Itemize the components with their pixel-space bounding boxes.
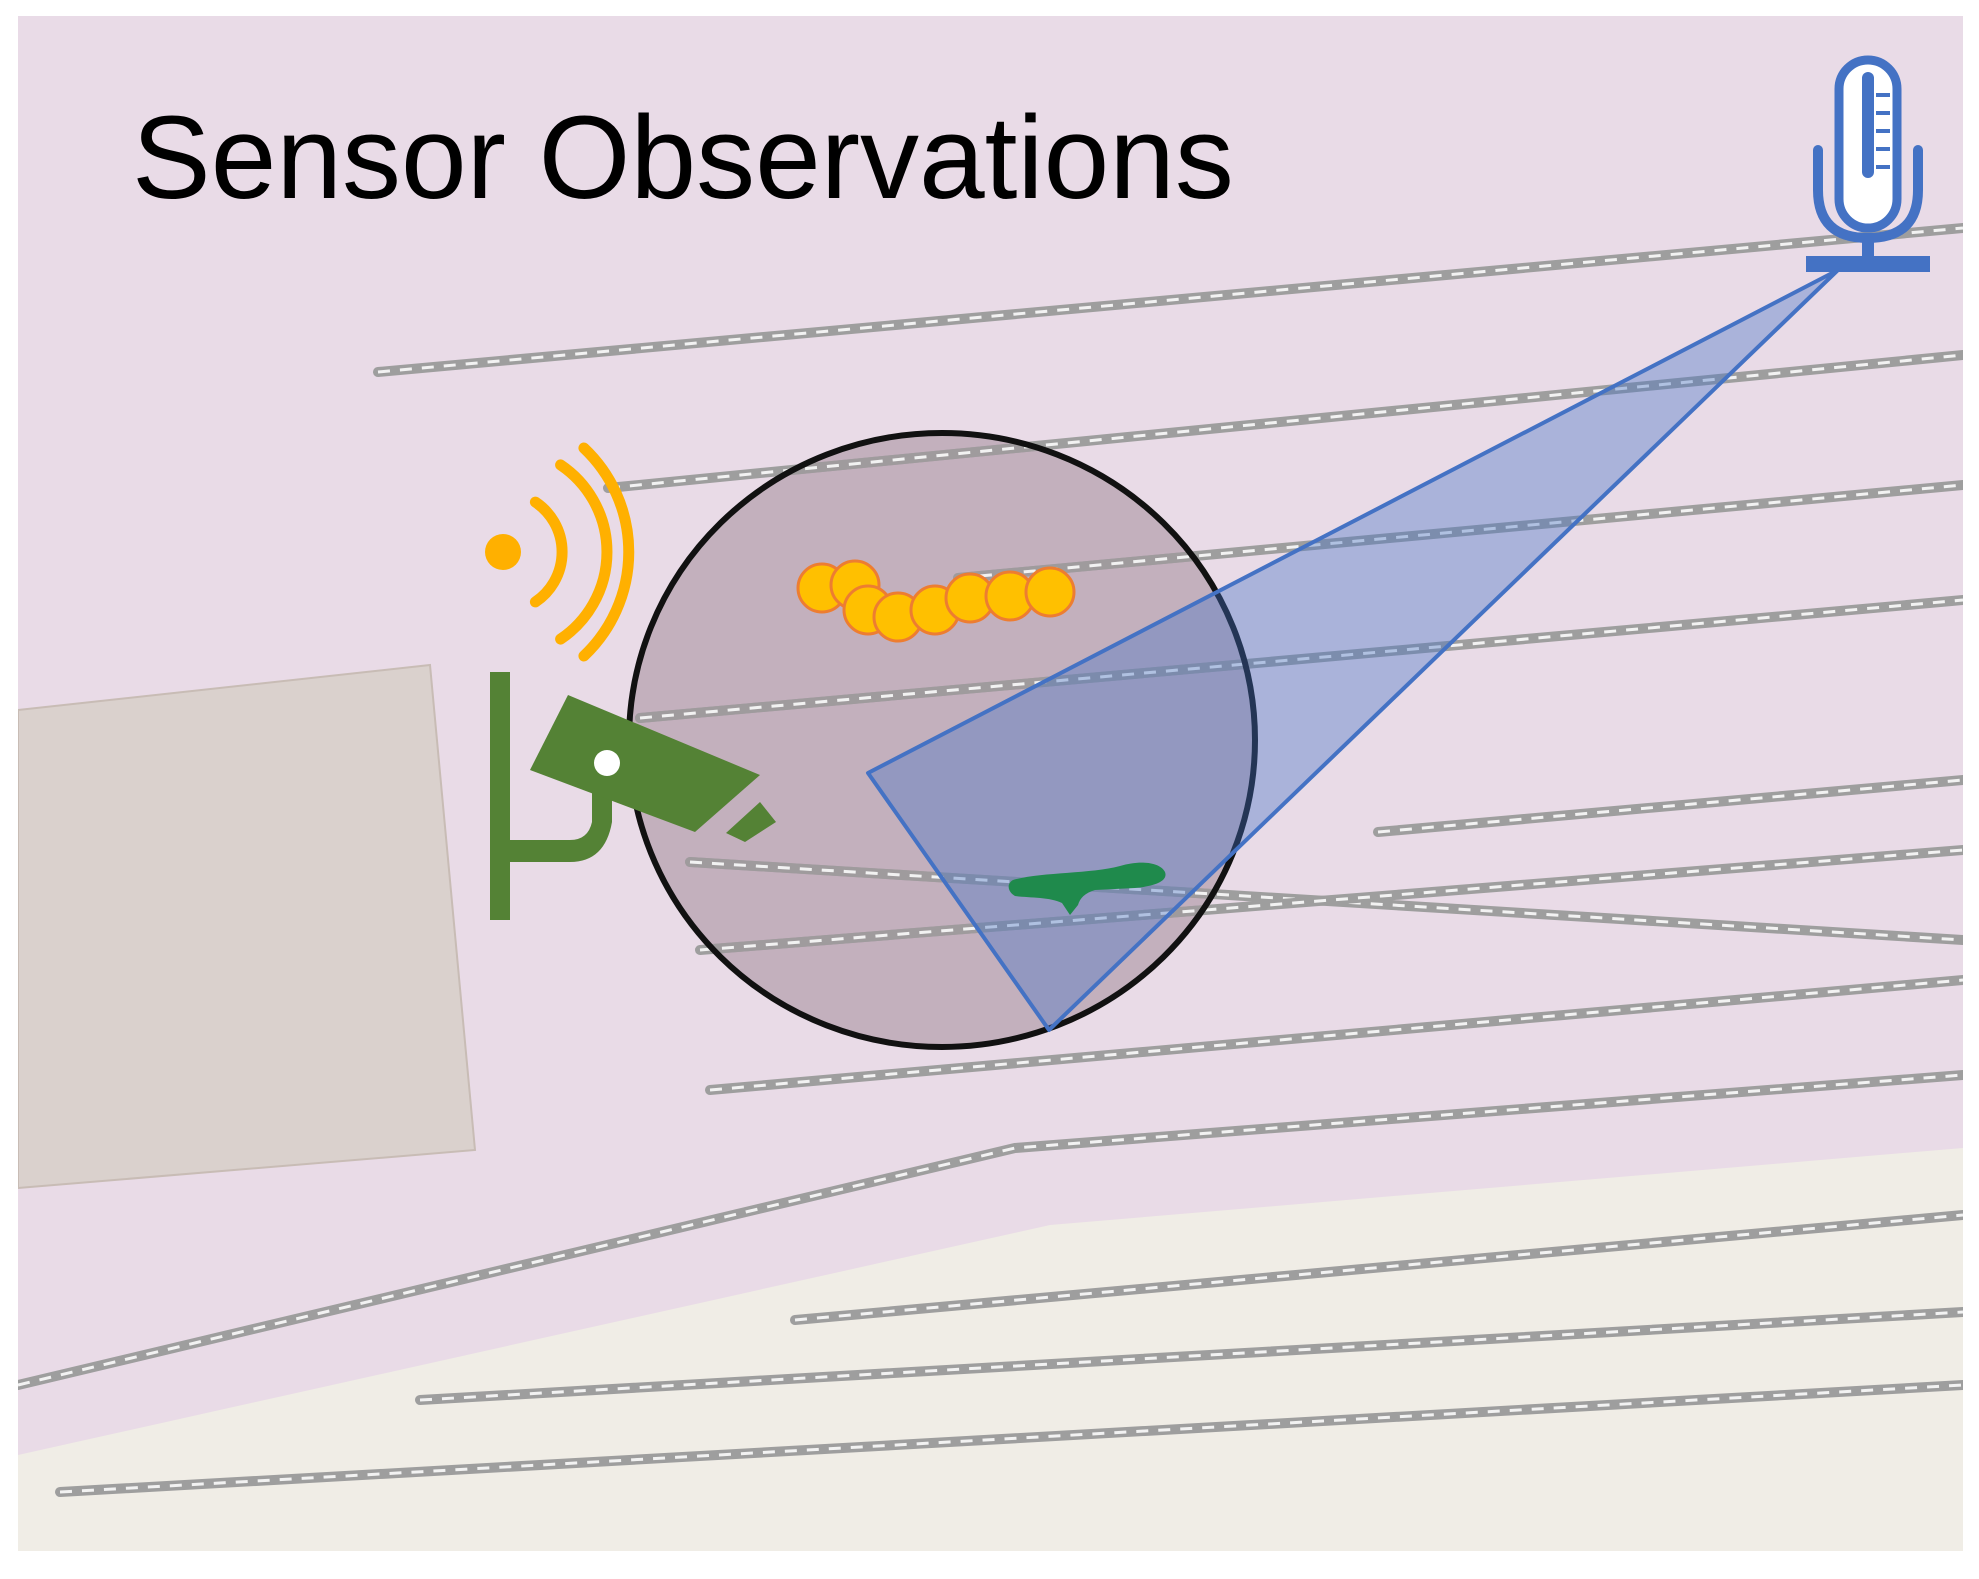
microphone-icon [1806,55,1930,272]
railway-track-dash [59,1383,1963,1494]
open-ground-area [18,1148,1963,1551]
trail-point [1024,566,1076,618]
railway-track [685,857,1255,945]
figure-title: Sensor Observations [132,92,1234,224]
position-trail [796,559,1076,643]
observation-region-circle [629,433,1255,1047]
building-footprint [18,663,477,1190]
railway-track-dash [1377,778,1963,834]
railway-track-dash [794,1213,1963,1322]
railway-track-dash [957,483,1963,580]
railway-track [695,845,1255,955]
railway-track-dash [689,860,1963,942]
railway-track-dash [377,226,1963,374]
tracks-in-region [629,433,1255,1047]
detected-train-object [1008,862,1166,915]
railway-track-dash [709,978,1963,1092]
railway-track-dash [629,433,1255,490]
wifi-signal-icon [485,442,635,662]
railway-track-dash [639,598,1255,720]
railway-track-dash [18,1073,1963,1387]
railway-track [953,480,1255,583]
security-camera-icon [490,672,776,920]
microphone-sensing-beam [866,268,1840,1032]
map-background [18,16,1963,1551]
railway-track-dash [419,1310,1963,1402]
